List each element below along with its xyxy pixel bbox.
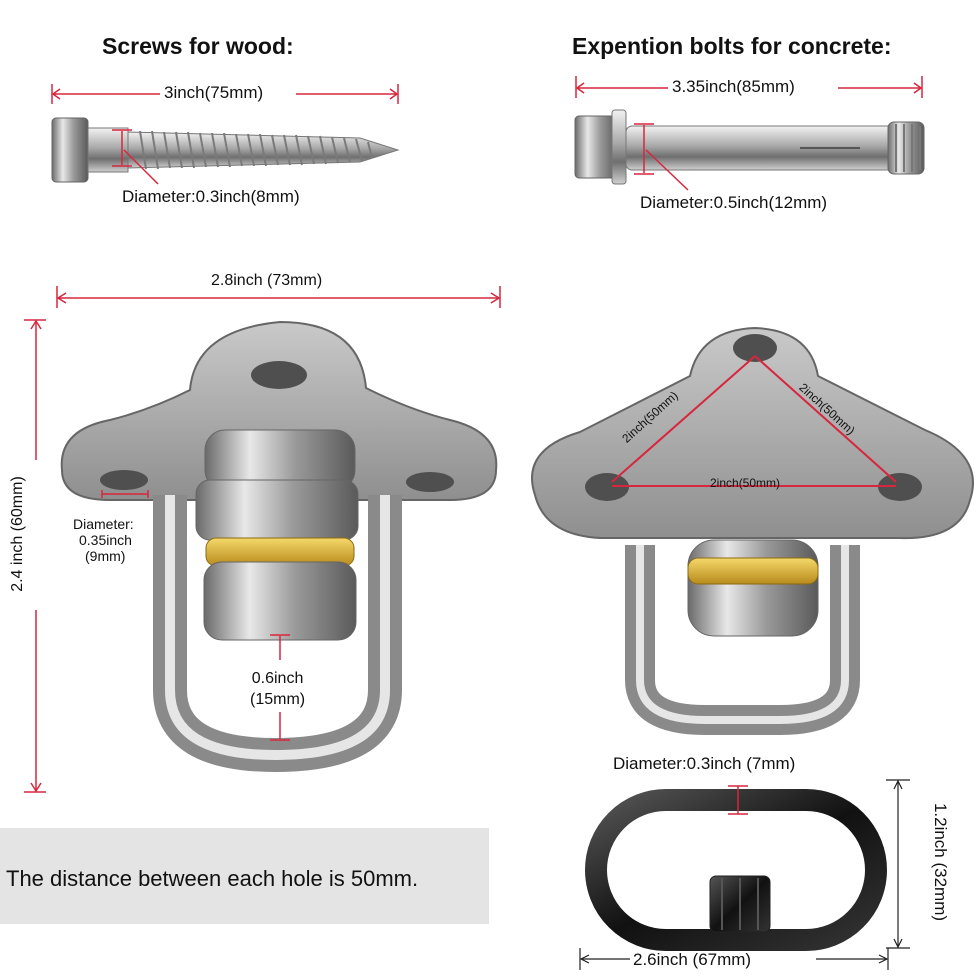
bolts-title: Expention bolts for concrete:	[572, 33, 892, 59]
triangle-bottom-label: 2inch(50mm)	[710, 476, 781, 490]
carabiner-height-label: 1.2inch (32mm)	[931, 802, 950, 922]
mount-height-dimension	[24, 319, 46, 793]
screw-length-label: 3inch(75mm)	[164, 83, 264, 102]
screw-length-dimension	[51, 84, 399, 104]
carabiner-illustration	[585, 789, 887, 951]
hole-triangle	[611, 355, 897, 487]
hole-diameter-label: Diameter: 0.35inch (9mm)	[73, 516, 134, 564]
hole-distance-note: The distance between each hole is 50mm.	[6, 866, 419, 891]
expansion-bolt-illustration	[574, 109, 925, 185]
screws-title: Screws for wood:	[102, 33, 294, 59]
ring-gap-marker	[270, 634, 290, 741]
swivel-mount-top-illustration	[531, 326, 974, 735]
carabiner-width-label: 2.6inch (67mm)	[633, 950, 752, 969]
mount-width-label: 2.8inch (73mm)	[211, 272, 323, 289]
wood-screw-illustration	[51, 117, 400, 183]
carabiner-height-dimension	[886, 779, 910, 949]
hole-diameter-line-2: 0.35inch	[79, 532, 132, 548]
screw-diameter-marker	[112, 129, 159, 185]
ring-gap-label: 0.6inch (15mm)	[250, 668, 305, 710]
mount-height-label: 2.4 inch (60mm)	[9, 476, 26, 592]
note-background	[0, 828, 489, 924]
mount-width-dimension	[56, 286, 501, 308]
ring-gap-line-1: 0.6inch	[251, 670, 304, 687]
carabiner-diameter-marker	[728, 785, 748, 815]
bolt-length-dimension	[575, 76, 923, 98]
bolt-diameter-label: Diameter:0.5inch(12mm)	[640, 193, 828, 212]
carabiner-width-dimension	[579, 948, 889, 970]
carabiner-diameter-label: Diameter:0.3inch (7mm)	[613, 754, 796, 773]
swivel-mount-front-illustration	[60, 320, 498, 773]
screw-diameter-label: Diameter:0.3inch(8mm)	[122, 187, 300, 206]
hole-diameter-line-1: Diameter:	[73, 516, 134, 532]
hole-diameter-marker	[101, 490, 149, 498]
ring-gap-line-2: (15mm)	[250, 691, 306, 708]
bolt-diameter-marker	[634, 123, 689, 191]
bolt-length-label: 3.35inch(85mm)	[672, 77, 795, 96]
hole-diameter-line-3: (9mm)	[85, 548, 126, 564]
